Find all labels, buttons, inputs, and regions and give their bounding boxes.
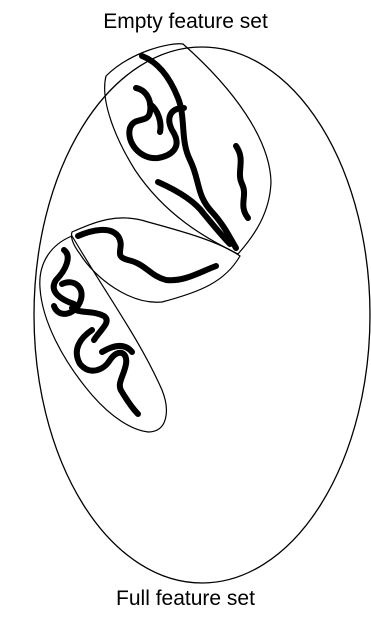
feature-set-ellipse bbox=[34, 47, 370, 583]
curve-upper-5 bbox=[158, 182, 230, 244]
curve-middle-1 bbox=[78, 230, 216, 280]
curve-upper-1 bbox=[142, 56, 236, 248]
curve-upper-3 bbox=[150, 104, 161, 132]
curve-upper-4 bbox=[236, 146, 248, 218]
curve-lower-4 bbox=[77, 330, 138, 414]
full-feature-set-label: Full feature set bbox=[0, 587, 371, 611]
region-outline-lower bbox=[40, 236, 167, 432]
curve-lower-1 bbox=[54, 250, 74, 304]
